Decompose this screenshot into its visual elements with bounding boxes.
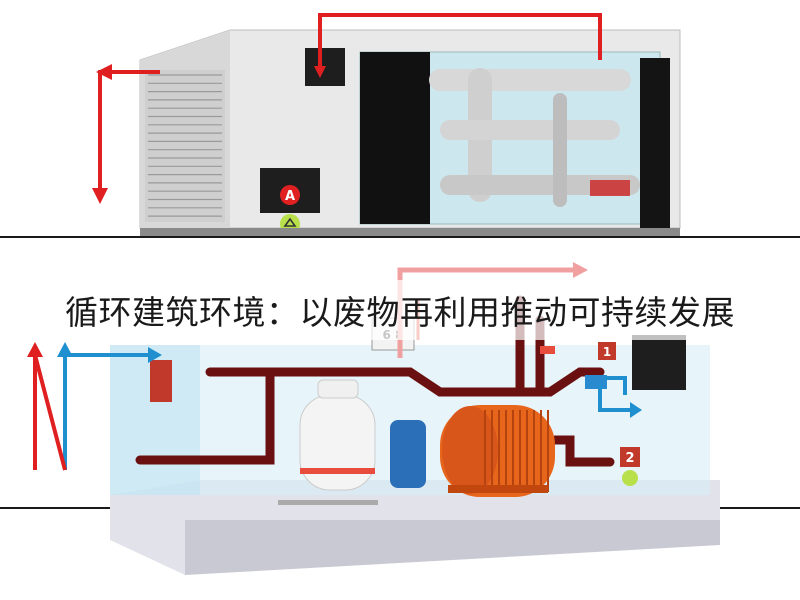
fan-grille xyxy=(145,70,225,222)
valve-marker-1: 1 xyxy=(598,342,616,360)
top-heat-pump-unit: A xyxy=(139,29,681,236)
caption-title: 循环建筑环境：以废物再利用推动可持续发展 xyxy=(0,280,800,340)
top-panel-marker: A xyxy=(285,189,295,204)
valve-marker-2: 2 xyxy=(620,447,640,486)
expansion-vessel xyxy=(390,420,426,488)
bottom-cutaway-unit: 6 8 1 2 xyxy=(110,295,720,575)
dark-red-pipes xyxy=(135,295,615,467)
cold-water-arrow-icon xyxy=(57,342,162,470)
orange-boiler xyxy=(440,405,555,497)
svg-text:1: 1 xyxy=(603,345,611,359)
white-pressure-tank xyxy=(278,379,378,505)
svg-text:2: 2 xyxy=(625,451,634,466)
